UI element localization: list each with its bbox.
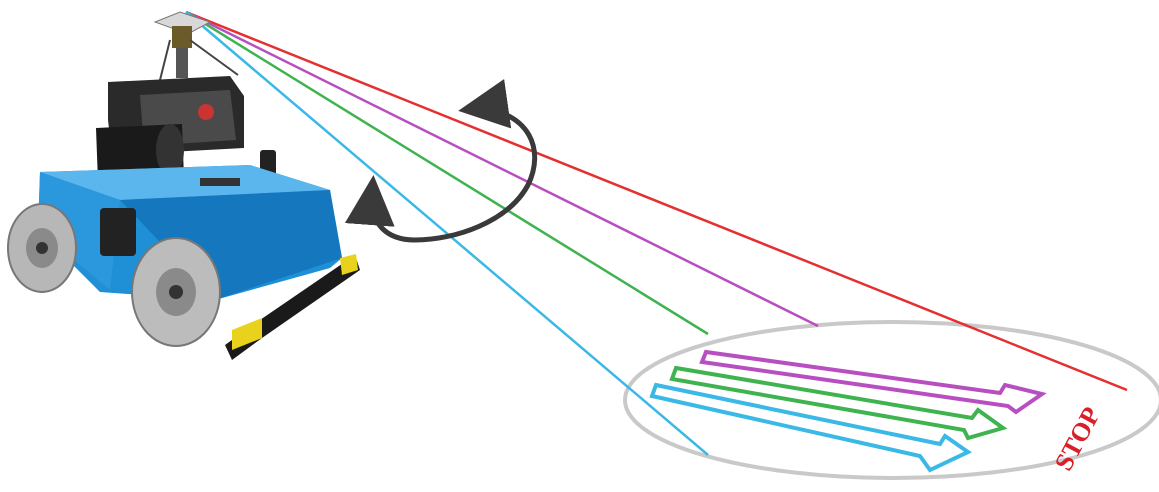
ground-arrows	[652, 352, 1042, 470]
green-path-arrow	[672, 368, 1003, 438]
mecanum-wheel-left	[8, 204, 76, 292]
stop-label: STOP	[1049, 402, 1106, 475]
mecanum-wheel-right	[132, 238, 220, 346]
mecanum-wheel-robot	[8, 12, 360, 360]
cyan-path-arrow	[652, 385, 968, 470]
